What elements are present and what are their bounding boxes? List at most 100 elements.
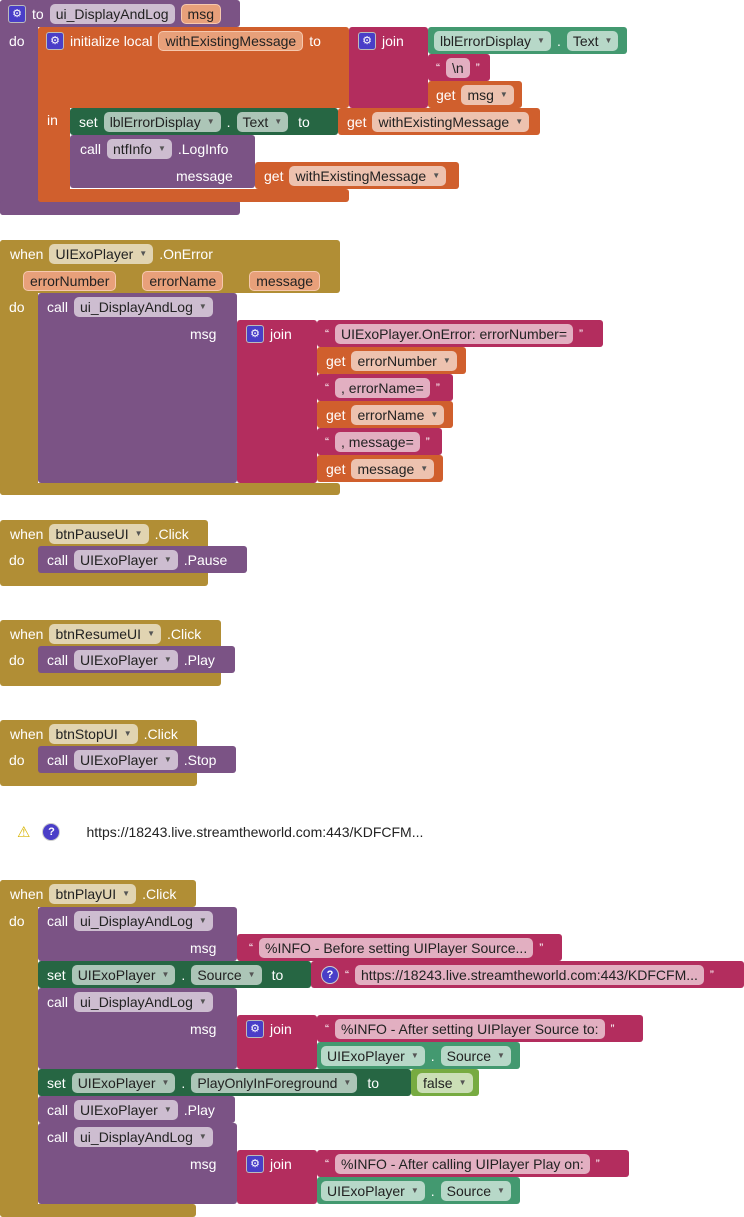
property-dropdown[interactable]: Source▼: [440, 1045, 511, 1066]
procedure-dropdown[interactable]: ui_DisplayAndLog▼: [74, 991, 213, 1012]
text-value[interactable]: https://18243.live.streamtheworld.com:44…: [355, 964, 704, 985]
component-dropdown[interactable]: UIExoPlayer▼: [71, 964, 176, 985]
component-dropdown[interactable]: UIExoPlayer▼: [321, 1180, 425, 1201]
block-label: .: [181, 1074, 186, 1091]
text-block[interactable]: “, message=”: [317, 428, 442, 455]
block-label: join: [270, 1155, 292, 1172]
procedure-name-field[interactable]: ui_DisplayAndLog: [49, 3, 175, 24]
component-dropdown[interactable]: btnPlayUI▼: [49, 883, 137, 904]
component-dropdown[interactable]: UIExoPlayer▼: [74, 1099, 178, 1120]
var-dropdown[interactable]: errorName▼: [351, 404, 445, 425]
text-value[interactable]: %INFO - Before setting UIPlayer Source..…: [259, 937, 534, 958]
text-value[interactable]: , message=: [335, 431, 420, 452]
var-dropdown[interactable]: withExistingMessage▼: [289, 165, 447, 186]
text-block[interactable]: ?“https://18243.live.streamtheworld.com:…: [311, 961, 744, 988]
help-icon[interactable]: ?: [42, 822, 61, 841]
property-dropdown[interactable]: Text▼: [236, 111, 289, 132]
block-label: when: [10, 725, 44, 742]
local-var-field[interactable]: withExistingMessage: [158, 30, 304, 51]
help-icon[interactable]: ?: [321, 965, 339, 984]
block-label: set: [47, 1074, 66, 1091]
param-message[interactable]: message: [249, 270, 321, 291]
gear-icon[interactable]: ⚙: [46, 31, 64, 50]
block-label: get: [326, 352, 346, 369]
component-dropdown[interactable]: UIExoPlayer▼: [74, 749, 178, 770]
component-dropdown[interactable]: lblErrorDisplay▼: [434, 30, 551, 51]
component-dropdown[interactable]: lblErrorDisplay▼: [103, 111, 221, 132]
gear-icon[interactable]: ⚙: [246, 324, 264, 343]
init-local-body: [38, 27, 70, 202]
boolean-block[interactable]: false▼: [411, 1069, 479, 1096]
component-dropdown[interactable]: UIExoPlayer▼: [71, 1072, 176, 1093]
block-row: do: [9, 27, 25, 54]
param-msg[interactable]: msg: [180, 3, 221, 24]
component-dropdown[interactable]: UIExoPlayer▼: [74, 649, 178, 670]
text-block[interactable]: “%INFO - Before setting UIPlayer Source.…: [237, 934, 562, 961]
component-getter[interactable]: UIExoPlayer▼.Source▼: [317, 1042, 520, 1069]
text-value[interactable]: UIExoPlayer.OnError: errorNumber=: [335, 323, 574, 344]
property-dropdown[interactable]: Source▼: [440, 1180, 511, 1201]
gear-icon[interactable]: ⚙: [8, 4, 26, 23]
text-value[interactable]: , errorName=: [335, 377, 430, 398]
text-block[interactable]: “%INFO - After setting UIPlayer Source t…: [317, 1015, 643, 1042]
text-block[interactable]: “, errorName=”: [317, 374, 453, 401]
var-dropdown[interactable]: errorNumber▼: [351, 350, 457, 371]
property-dropdown[interactable]: Source▼: [191, 964, 262, 985]
text-block[interactable]: “%INFO - After calling UIPlayer Play on:…: [317, 1150, 629, 1177]
block-label: “: [436, 60, 440, 75]
component-dropdown[interactable]: UIExoPlayer▼: [321, 1045, 425, 1066]
component-dropdown[interactable]: UIExoPlayer▼: [74, 549, 178, 570]
procedure-dropdown[interactable]: ui_DisplayAndLog▼: [74, 296, 213, 317]
component-dropdown[interactable]: ntfInfo▼: [107, 138, 172, 159]
procedure-dropdown[interactable]: ui_DisplayAndLog▼: [74, 1126, 213, 1147]
component-dropdown[interactable]: UIExoPlayer▼: [49, 243, 154, 264]
join-block[interactable]: [237, 320, 317, 483]
var-dropdown[interactable]: msg▼: [461, 84, 514, 105]
component-getter[interactable]: lblErrorDisplay▼.Text▼: [428, 27, 627, 54]
block-label: .Click: [166, 625, 202, 642]
block-label: msg: [190, 939, 217, 956]
block-label: call: [47, 751, 69, 768]
text-value[interactable]: %INFO - After calling UIPlayer Play on:: [335, 1153, 590, 1174]
text-value[interactable]: %INFO - After setting UIPlayer Source to…: [335, 1018, 605, 1039]
component-dropdown[interactable]: btnPauseUI▼: [49, 523, 149, 544]
procedure-dropdown[interactable]: ui_DisplayAndLog▼: [74, 910, 213, 931]
chevron-down-icon: ▼: [206, 116, 215, 126]
property-dropdown[interactable]: Text▼: [566, 30, 619, 51]
text-value[interactable]: \n: [446, 57, 470, 78]
var-dropdown[interactable]: withExistingMessage▼: [372, 111, 530, 132]
property-dropdown[interactable]: PlayOnlyInForeground▼: [191, 1072, 358, 1093]
call-procedure-block[interactable]: [38, 293, 237, 483]
component-dropdown[interactable]: btnResumeUI▼: [49, 623, 161, 644]
get-block[interactable]: get errorNumber▼: [317, 347, 466, 374]
component-getter[interactable]: UIExoPlayer▼.Source▼: [317, 1177, 520, 1204]
component-dropdown[interactable]: btnStopUI▼: [49, 723, 138, 744]
var-dropdown[interactable]: message▼: [351, 458, 435, 479]
param-errorName[interactable]: errorName: [142, 270, 224, 291]
gear-icon[interactable]: ⚙: [246, 1019, 264, 1038]
gear-icon[interactable]: ⚙: [246, 1154, 264, 1173]
param-errorNumber[interactable]: errorNumber: [23, 270, 117, 291]
text-block[interactable]: “UIExoPlayer.OnError: errorNumber=”: [317, 320, 603, 347]
gear-icon[interactable]: ⚙: [358, 31, 376, 50]
block-label: do: [9, 751, 25, 768]
warning-icon[interactable]: ⚠: [17, 823, 31, 841]
to-label: to: [32, 5, 44, 22]
text-block[interactable]: “\n”: [428, 54, 490, 81]
block-label: when: [10, 525, 44, 542]
boolean-dropdown[interactable]: false▼: [417, 1072, 473, 1093]
